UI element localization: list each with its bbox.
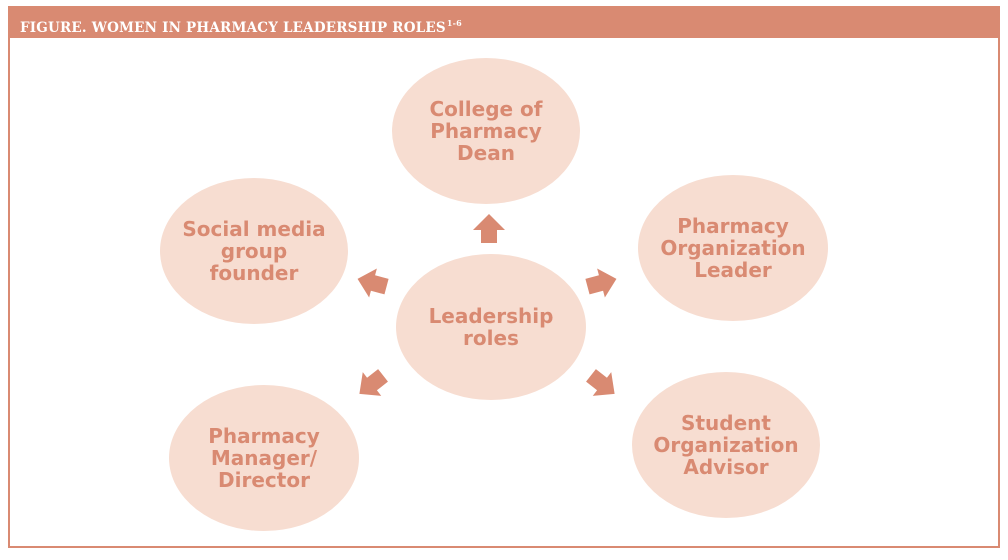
figure-citation: 1-6 [446,18,462,28]
node-manager: Pharmacy Manager/ Director [169,385,359,531]
node-social: Social media group founder [160,178,348,324]
arrow-to-social [357,268,389,298]
node-org-leader: Pharmacy Organization Leader [638,175,828,321]
arrow-to-dean [473,214,505,243]
node-advisor: Student Organization Advisor [632,372,820,518]
node-dean: College of Pharmacy Dean [392,58,580,204]
figure-header: FIGURE. WOMEN IN PHARMACY LEADERSHIP ROL… [10,8,998,38]
figure-title: FIGURE. WOMEN IN PHARMACY LEADERSHIP ROL… [20,20,446,36]
arrow-to-org-leader [585,268,617,298]
node-center-leadership-roles: Leadership roles [396,254,586,400]
arrow-to-advisor [586,369,615,396]
arrow-to-manager [359,369,388,396]
